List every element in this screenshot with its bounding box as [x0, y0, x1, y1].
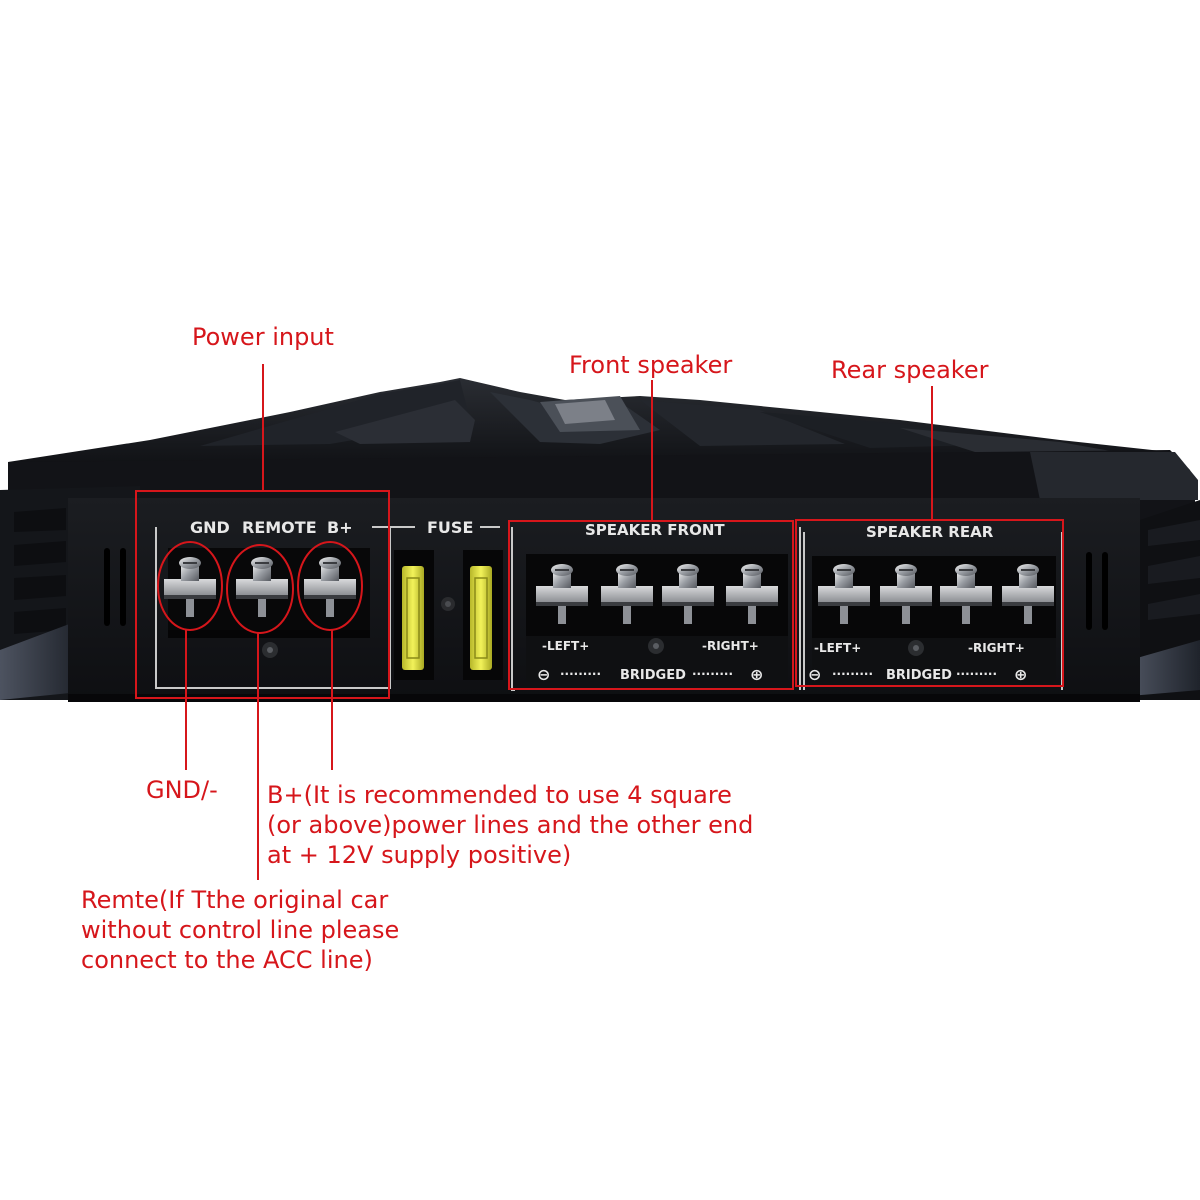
rear-bridged-label: BRIDGED: [886, 668, 952, 683]
front-bridged-label: BRIDGED: [620, 668, 686, 683]
front-terminal-1: [536, 564, 588, 624]
remote-annotation-line-1: Remte(If Tthe original car: [81, 886, 389, 914]
rear-minus-icon: ⊖: [808, 665, 821, 684]
bplus-annotation-line-1: B+(It is recommended to use 4 square: [267, 781, 732, 809]
speaker-rear-title: SPEAKER REAR: [866, 523, 994, 541]
front-terminal-2: [601, 564, 653, 624]
bplus-label: B+: [327, 518, 353, 537]
rear-terminal-2: [880, 564, 932, 624]
front-speaker-annotation: Front speaker: [569, 351, 733, 379]
remote-annotation: Remte(If Tthe original car without contr…: [81, 885, 399, 975]
gnd-terminal-circle: [157, 541, 223, 631]
bplus-terminal: [304, 557, 356, 617]
gnd-terminal: [164, 557, 216, 617]
bplus-annotation-line-3: at + 12V supply positive): [267, 841, 572, 869]
remote-annotation-line-2: without control line please: [81, 916, 400, 944]
rear-right-label: -RIGHT+: [968, 641, 1025, 655]
power-labels: GND REMOTE B+ FUSE: [190, 518, 473, 537]
rear-terminal-4: [1002, 564, 1054, 624]
remote-terminal: [236, 557, 288, 617]
bplus-terminal-circle: [297, 541, 363, 631]
fuse-left: [402, 566, 424, 670]
leader-lines: [185, 364, 933, 880]
front-dots-left: ·········: [560, 667, 601, 681]
front-minus-icon: ⊖: [537, 665, 550, 684]
remote-label: REMOTE: [242, 518, 317, 537]
power-input-annotation: Power input: [192, 323, 334, 351]
front-dots-right: ·········: [692, 667, 733, 681]
front-plus-icon: ⊕: [750, 665, 763, 684]
fuse-pair: [394, 550, 503, 680]
speaker-rear-box: [795, 519, 1064, 687]
front-right-label: -RIGHT+: [702, 639, 759, 653]
rear-terminal-3: [940, 564, 992, 624]
rear-dots-right: ·········: [956, 667, 997, 681]
bplus-annotation: B+(It is recommended to use 4 square (or…: [267, 780, 753, 870]
bplus-annotation-line-2: (or above)power lines and the other end: [267, 811, 754, 839]
mount-screws: [262, 638, 924, 658]
rear-left-label: -LEFT+: [814, 641, 861, 655]
rear-plus-icon: ⊕: [1014, 665, 1027, 684]
fuse-right: [470, 566, 492, 670]
terminals: [164, 557, 1054, 624]
remote-annotation-line-3: connect to the ACC line): [81, 946, 373, 974]
speaker-front-title: SPEAKER FRONT: [585, 521, 725, 539]
gnd-label: GND: [190, 518, 230, 537]
rear-speaker-annotation: Rear speaker: [831, 356, 989, 384]
rear-terminal-1: [818, 564, 870, 624]
fuse-label: FUSE: [427, 518, 473, 537]
front-terminal-3: [662, 564, 714, 624]
front-terminal-4: [726, 564, 778, 624]
rear-dots-left: ·········: [832, 667, 873, 681]
gnd-annotation: GND/-: [146, 776, 218, 804]
front-left-label: -LEFT+: [542, 639, 589, 653]
remote-terminal-circle: [226, 544, 294, 634]
